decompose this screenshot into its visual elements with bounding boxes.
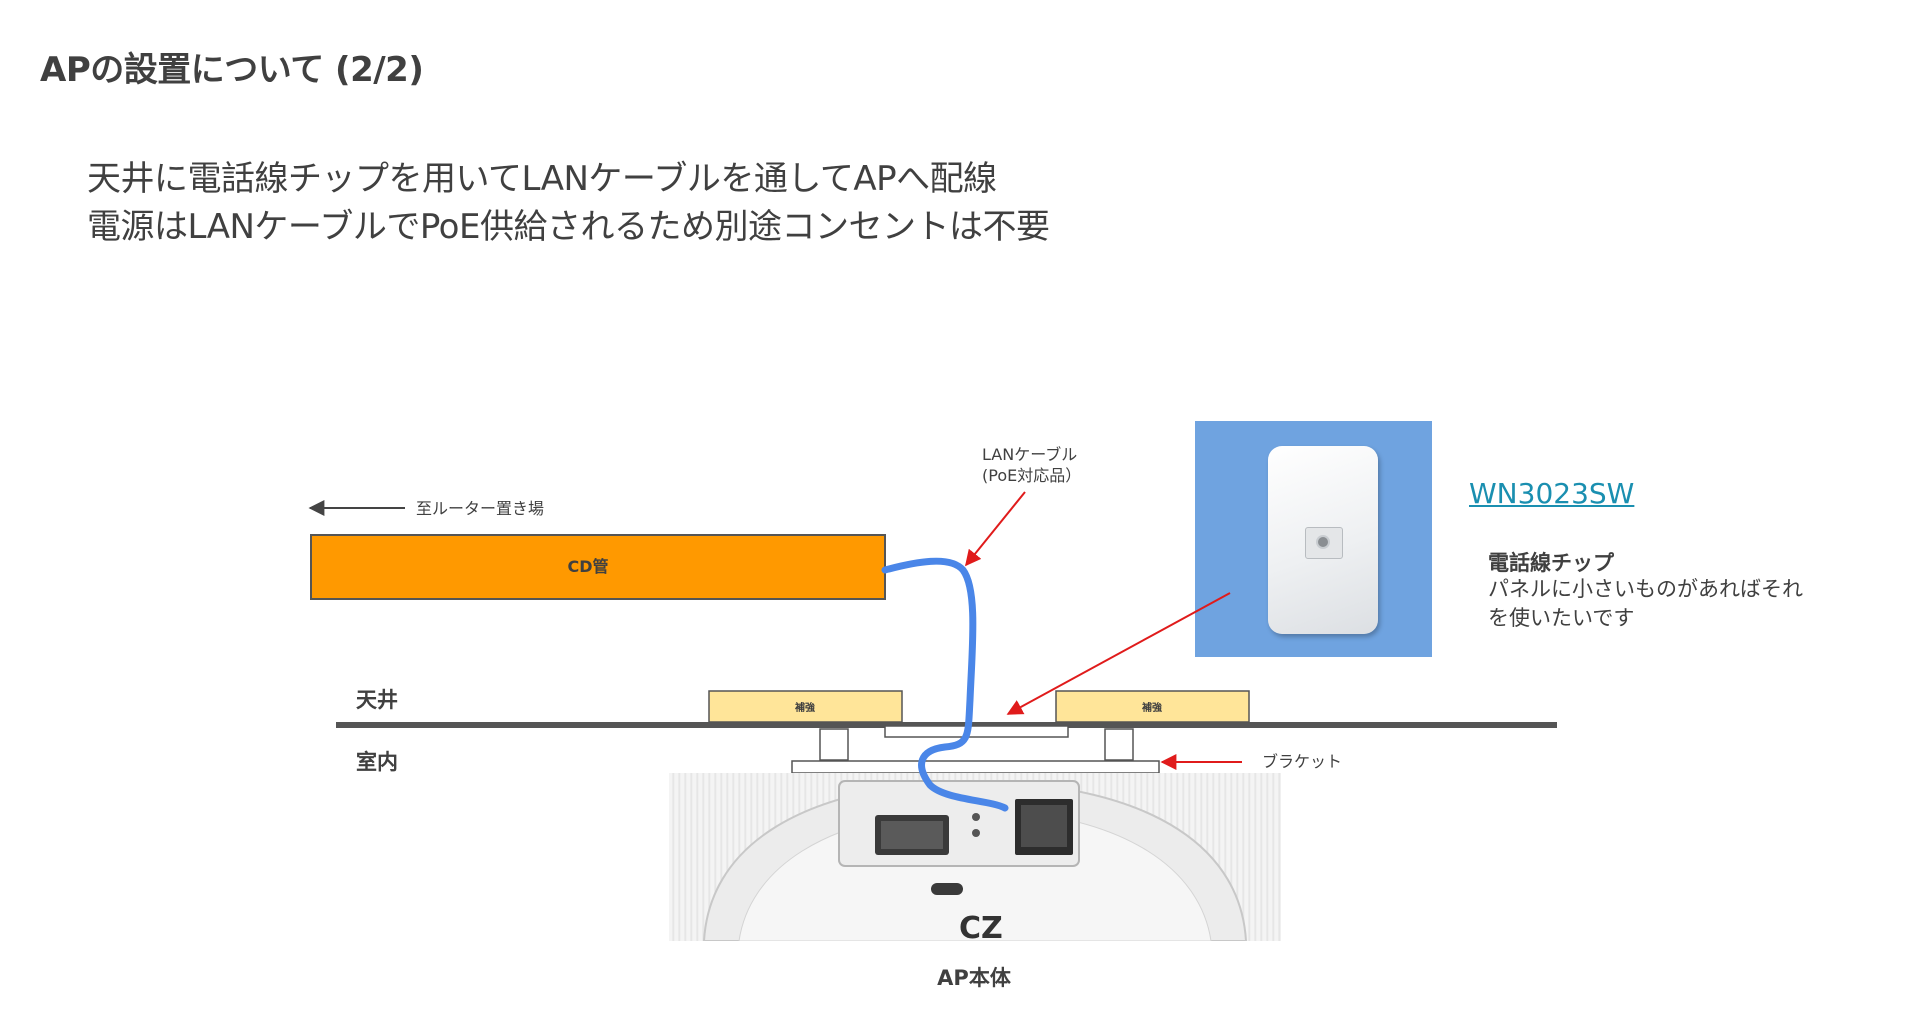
product-link[interactable]: WN3023SW <box>1469 477 1635 510</box>
reinforcement-right-label: 補強 <box>1141 701 1162 714</box>
room-label: 室内 <box>356 750 398 774</box>
bracket-post-right <box>1104 728 1134 761</box>
product-heading: 電話線チップ <box>1488 551 1614 575</box>
svg-text:CZ: CZ <box>959 911 1003 941</box>
bracket-plate <box>791 760 1160 774</box>
ap-label: AP本体 <box>937 966 1012 990</box>
ceiling-plate <box>884 725 1069 738</box>
to-router-label: 至ルーター置き場 <box>416 499 544 518</box>
page-title: APの設置について (2/2) <box>40 50 424 90</box>
lan-cable-label-line2: (PoE対応品） <box>982 466 1081 485</box>
bracket-label: ブラケット <box>1262 752 1342 771</box>
cd-pipe-label: CD管 <box>567 557 608 576</box>
lan-cable-label-line1: LANケーブル <box>982 445 1077 464</box>
ap-device-icon: CZ <box>702 779 1248 941</box>
lan-cable-pointer-arrow <box>964 491 1026 567</box>
ap-device-image: CZ <box>669 773 1281 941</box>
body-line-2: 電源はLANケーブルでPoE供給されるため別途コンセントは不要 <box>87 207 1050 247</box>
phone-jack-icon <box>1305 527 1343 559</box>
body-line-1: 天井に電話線チップを用いてLANケーブルを通してAPへ配線 <box>87 159 997 199</box>
wall-plate-icon <box>1268 446 1378 634</box>
wall-plate-photo <box>1195 421 1432 657</box>
ceiling-label: 天井 <box>356 688 398 712</box>
product-note: パネルに小さいものがあればそれを使いたいです <box>1488 577 1803 630</box>
reinforcement-left-label: 補強 <box>794 701 815 714</box>
bracket-post-left <box>819 728 849 761</box>
cd-pipe <box>310 534 886 600</box>
body-text: 天井に電話線チップを用いてLANケーブルを通してAPへ配線 電源はLANケーブル… <box>87 155 1050 251</box>
